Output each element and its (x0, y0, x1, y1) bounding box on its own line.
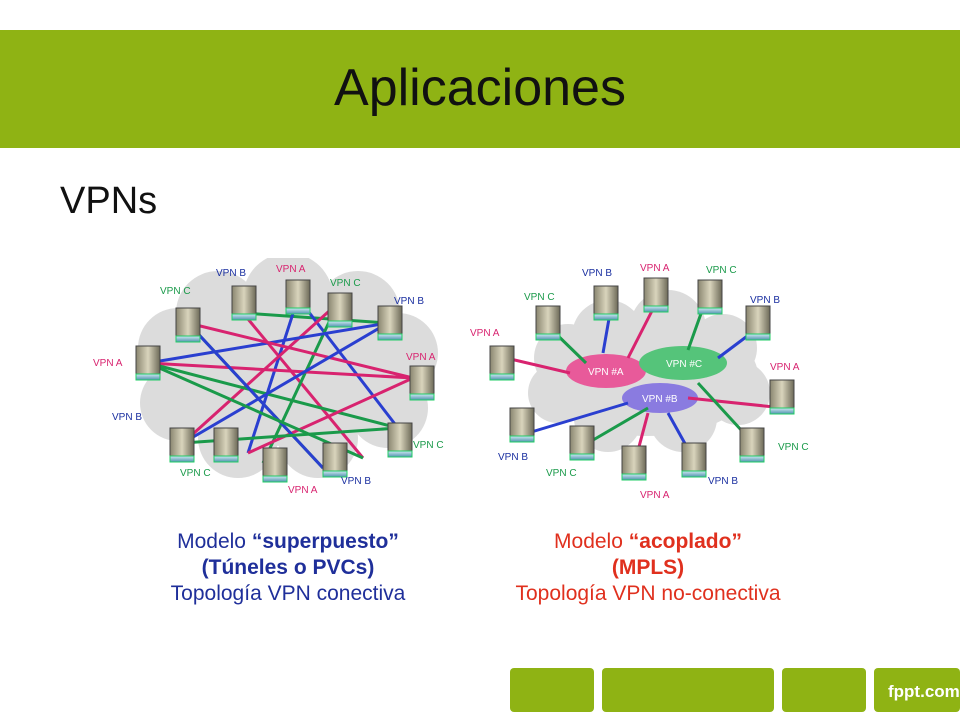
server-icon (175, 307, 201, 343)
vpn-diagram-svg: VPN B VPN A VPN C VPN C VPN B VPN A VPN … (93, 258, 809, 501)
server-icon (769, 379, 795, 415)
right-label-8: VPN B (498, 452, 528, 463)
left-caption-model: Modelo (177, 530, 246, 553)
left-nodes (135, 279, 435, 483)
right-cloud-labels: VPN #A VPN #C VPN #B (588, 359, 702, 405)
right-label-4: VPN C (706, 265, 737, 276)
footer-tab-4 (874, 668, 960, 712)
left-label-7: VPN A (406, 352, 436, 363)
server-icon (135, 345, 161, 381)
server-icon (745, 305, 771, 341)
slide-title: Aplicaciones (334, 59, 626, 117)
right-caption-model: Modelo (554, 530, 623, 553)
left-caption-line2: (Túneles o PVCs) (201, 556, 375, 579)
server-icon (377, 305, 403, 341)
left-label-1: VPN B (216, 268, 246, 279)
left-label-10: VPN C (413, 440, 444, 451)
vpn-c-ellipse (639, 346, 727, 380)
footer-tab-3 (782, 668, 866, 712)
left-caption-line1: Modelo “superpuesto” (138, 530, 438, 554)
right-label-5: VPN B (750, 295, 780, 306)
server-icon (327, 292, 353, 328)
slide-subtitle: VPNs (60, 180, 158, 222)
server-icon (621, 445, 647, 481)
server-icon (681, 442, 707, 478)
title-bar (0, 30, 960, 148)
right-label-1: VPN B (582, 268, 612, 279)
right-label-9: VPN C (546, 468, 577, 479)
left-node-labels: VPN B VPN A VPN C VPN C VPN B VPN A VPN … (93, 264, 444, 496)
server-icon (409, 365, 435, 401)
left-label-8: VPN B (112, 412, 142, 423)
left-mesh-links (147, 297, 414, 470)
right-caption-model-name: “acoplado” (628, 530, 742, 553)
server-icon (509, 407, 535, 443)
footer-tab-1 (510, 668, 594, 712)
left-label-9: VPN C (180, 468, 211, 479)
right-caption-line3: Topología VPN no-conectiva (515, 582, 781, 605)
server-icon (285, 279, 311, 315)
left-label-12: VPN B (341, 476, 371, 487)
server-icon (169, 427, 195, 463)
vpn-b-ellipse (622, 383, 698, 413)
server-icon (643, 277, 669, 313)
left-caption-model-name: “superpuesto” (251, 530, 399, 553)
server-icon (387, 422, 413, 458)
right-label-12: VPN B (708, 476, 738, 487)
server-icon (569, 425, 595, 461)
server-icon (535, 305, 561, 341)
left-label-6: VPN A (93, 358, 123, 369)
right-label-10: VPN C (778, 442, 809, 453)
right-label-7: VPN A (770, 362, 800, 373)
brand-logo-text: fppt.com (888, 682, 960, 701)
cloud-label-a: VPN #A (588, 367, 624, 378)
cloud-label-c: VPN #C (666, 359, 702, 370)
server-icon (489, 345, 515, 381)
right-label-6: VPN A (470, 328, 500, 339)
left-label-11: VPN A (288, 485, 318, 496)
vpn-diagram-figure: VPN B VPN A VPN C VPN C VPN B VPN A VPN … (88, 258, 820, 620)
right-label-11: VPN A (640, 490, 670, 501)
right-caption-line1: Modelo “acoplado” (488, 530, 808, 554)
server-icon (739, 427, 765, 463)
server-icon (213, 427, 239, 463)
left-label-3: VPN C (160, 286, 191, 297)
server-icon (231, 285, 257, 321)
server-icon (697, 279, 723, 315)
cloud-label-b: VPN #B (642, 394, 678, 405)
right-node-labels: VPN B VPN A VPN C VPN C VPN B VPN A VPN … (470, 263, 809, 501)
right-caption-line2: (MPLS) (611, 556, 685, 579)
footer-tab-2 (602, 668, 774, 712)
left-caption-line3: Topología VPN conectiva (170, 582, 406, 605)
server-icon (322, 442, 348, 478)
left-label-5: VPN B (394, 296, 424, 307)
left-label-2: VPN A (276, 264, 306, 275)
right-label-2: VPN A (640, 263, 670, 274)
left-label-4: VPN C (330, 278, 361, 289)
server-icon (593, 285, 619, 321)
right-label-3: VPN C (524, 292, 555, 303)
right-nodes (489, 277, 795, 481)
server-icon (262, 447, 288, 483)
